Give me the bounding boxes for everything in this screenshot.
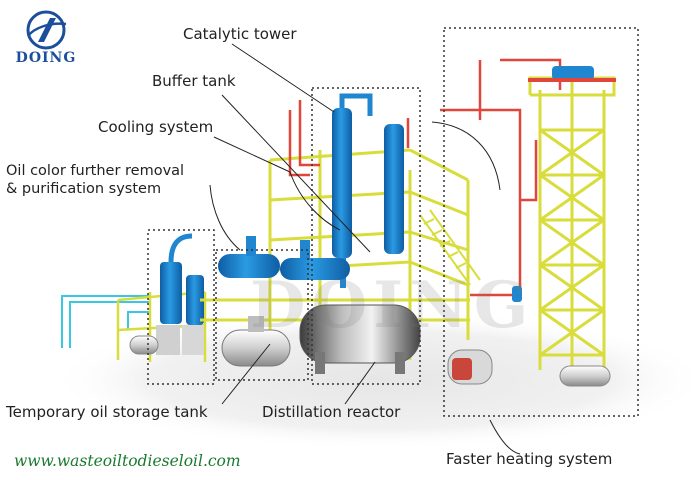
website-url: www.wasteoiltodieseloil.com: [14, 452, 241, 470]
cooling-tanks: [218, 236, 350, 280]
catalytic-towers: [332, 93, 404, 288]
label-oil-color-removal: Oil color further removal & purification…: [6, 163, 185, 197]
storage-drums: [129, 316, 291, 367]
burner-units: [447, 349, 611, 387]
label-catalytic-tower: Catalytic tower: [183, 25, 297, 43]
purification-tanks: [156, 233, 204, 355]
leader-lines: [209, 43, 521, 455]
heating-tower: [528, 76, 616, 375]
label-faster-heating-system: Faster heating system: [446, 450, 613, 468]
cyan-pipes: [61, 295, 150, 348]
label-cooling-system: Cooling system: [98, 118, 214, 136]
label-distillation-reactor: Distillation reactor: [262, 403, 401, 421]
reactor-body: [299, 304, 421, 374]
tower-top-tank: [528, 66, 616, 82]
blue-valve: [512, 286, 522, 302]
callout-boxes: [147, 27, 639, 417]
label-buffer-tank: Buffer tank: [152, 72, 236, 90]
company-logo: DOING: [10, 10, 82, 70]
watermark-text: DOING: [250, 268, 535, 343]
label-temporary-oil-storage-tank: Temporary oil storage tank: [6, 403, 208, 421]
logo-mark: [26, 10, 67, 50]
ground-shadow: [50, 310, 700, 450]
logo-text: DOING: [15, 50, 77, 66]
staircase: [419, 209, 481, 286]
